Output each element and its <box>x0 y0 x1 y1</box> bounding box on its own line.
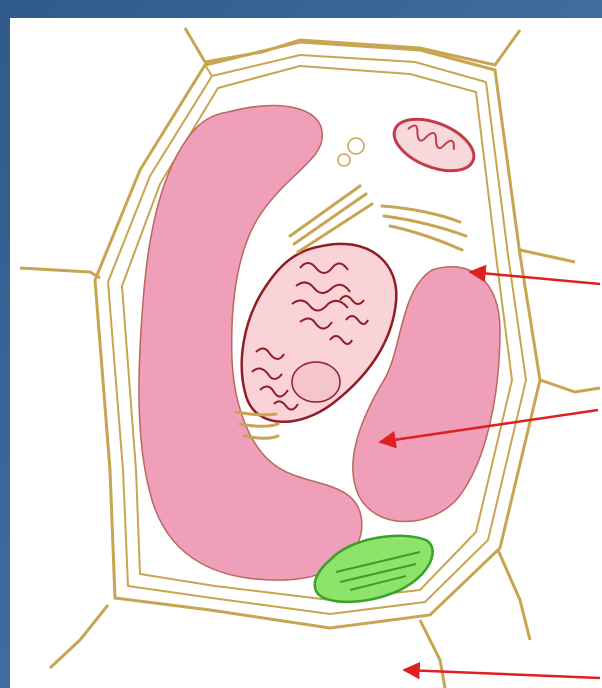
nucleolus <box>292 362 340 402</box>
